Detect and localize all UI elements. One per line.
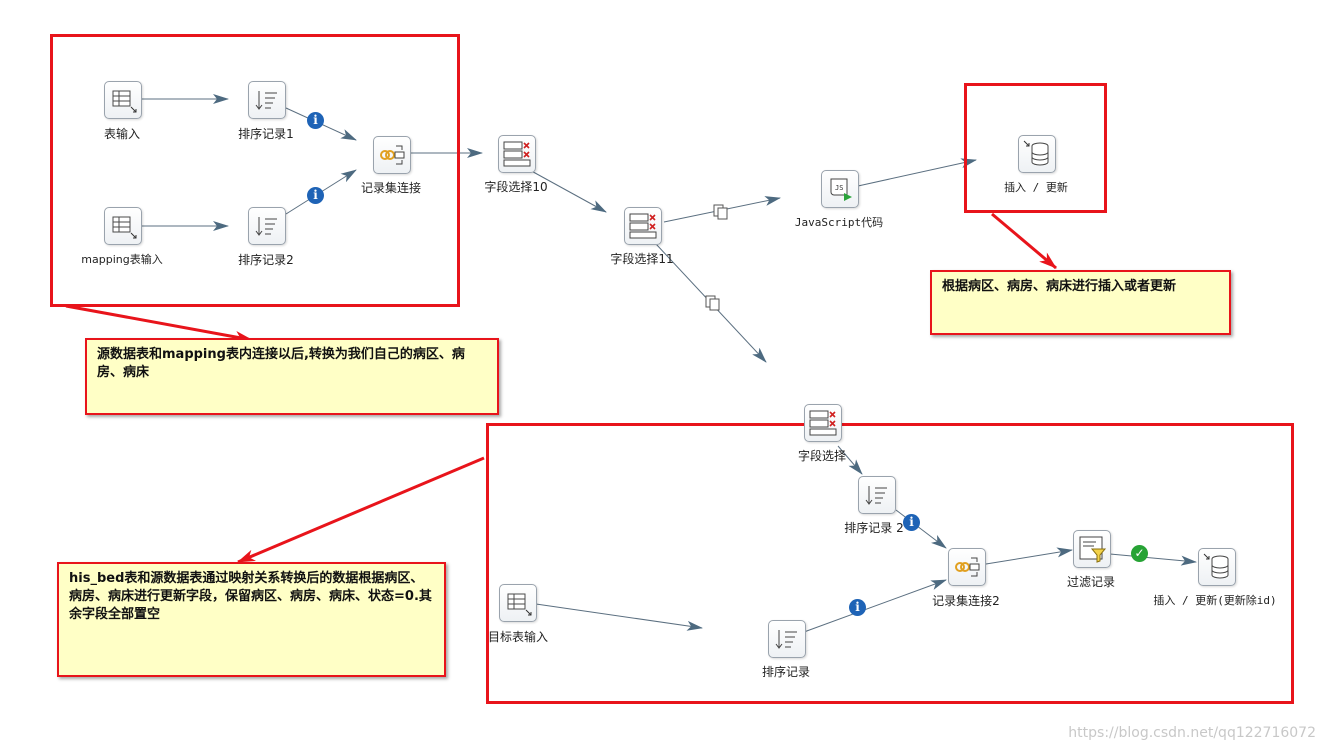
sort-icon (255, 91, 277, 110)
info-icon[interactable]: i (307, 112, 324, 129)
check-icon[interactable]: ✓ (1131, 545, 1148, 562)
select11-label: 字段选择11 (610, 252, 674, 266)
note-his-bed-update[interactable]: his_bed表和源数据表通过映射关系转换后的数据根据病区、病房、病床进行更新字… (57, 562, 446, 677)
javascript-label: JavaScript代码 (794, 216, 884, 229)
note2-pointer (991, 212, 1057, 270)
insert-update2-step[interactable] (1198, 548, 1236, 586)
mapping-input-step[interactable] (104, 207, 142, 245)
sort-b-label: 排序记录 2 (844, 521, 904, 535)
javascript-step[interactable]: JS (821, 170, 859, 208)
insert-update2-label: 插入 / 更新(更新除id) (1153, 594, 1277, 607)
note-insert-or-update[interactable]: 根据病区、病房、病床进行插入或者更新 (930, 270, 1231, 335)
table-input-icon (507, 593, 532, 616)
hop-sort-c-to-merge-join2 (803, 579, 947, 633)
copy-rows-icon[interactable] (704, 293, 722, 311)
select11-step[interactable] (624, 207, 662, 245)
filter-label: 过滤记录 (1066, 575, 1116, 589)
hop-javascript-to-insert-update (857, 158, 977, 187)
info-icon[interactable]: i (849, 599, 866, 616)
select-values-icon (809, 410, 837, 436)
highlight-source-join-group (50, 34, 460, 307)
info-icon[interactable]: i (903, 514, 920, 531)
sort-icon (255, 217, 277, 236)
table-input-icon (112, 216, 137, 239)
table-input-icon (112, 90, 137, 113)
sort-c-label: 排序记录 (761, 665, 811, 679)
note1-pointer (65, 304, 253, 343)
sort-c-step[interactable] (768, 620, 806, 658)
svg-text:JS: JS (835, 184, 843, 192)
select10-step[interactable] (498, 135, 536, 173)
script-icon: JS (830, 178, 852, 201)
merge-join2-step[interactable] (948, 548, 986, 586)
database-update-icon (1203, 553, 1229, 579)
sort-icon (775, 630, 797, 649)
sort2-step[interactable] (248, 207, 286, 245)
select10-label: 字段选择10 (484, 180, 548, 194)
target-input-step[interactable] (499, 584, 537, 622)
merge-join-step[interactable] (373, 136, 411, 174)
sort-icon (865, 486, 887, 505)
sort1-step[interactable] (248, 81, 286, 119)
info-icon[interactable]: i (307, 187, 324, 204)
merge-join2-label: 记录集连接2 (932, 594, 1000, 608)
merge-join-icon (955, 557, 980, 577)
sort2-label: 排序记录2 (238, 253, 294, 267)
sort-b-step[interactable] (858, 476, 896, 514)
hop-filter-to-insert-update2 (1109, 553, 1197, 566)
select-values-icon (629, 213, 657, 239)
table-input-label: 表输入 (103, 127, 141, 141)
hop-select10-to-select11 (525, 167, 607, 213)
watermark: https://blog.csdn.net/qq122716072 (1068, 725, 1316, 741)
table-input-step[interactable] (104, 81, 142, 119)
hop-select-to-sort-b (837, 445, 863, 475)
select-step[interactable] (804, 404, 842, 442)
filter-icon (1079, 536, 1107, 563)
merge-join-icon (380, 145, 405, 165)
hop-merge-join2-to-filter (985, 547, 1073, 565)
highlight-bed-update-group (486, 423, 1294, 704)
filter-step[interactable] (1073, 530, 1111, 568)
highlight-insert-update-group (964, 83, 1107, 213)
note-source-mapping-join[interactable]: 源数据表和mapping表内连接以后,转换为我们自己的病区、病房、病床 (85, 338, 499, 415)
copy-rows-icon[interactable] (712, 202, 730, 220)
insert-update-label: 插入 / 更新 (1004, 181, 1068, 194)
select-label: 字段选择 (797, 449, 847, 463)
sort1-label: 排序记录1 (238, 127, 294, 141)
note3-pointer (237, 456, 485, 564)
target-input-label: 目标表输入 (487, 630, 549, 644)
select-values-icon (503, 141, 531, 167)
mapping-input-label: mapping表输入 (81, 253, 163, 266)
database-update-icon (1023, 140, 1049, 166)
insert-update-step[interactable] (1018, 135, 1056, 173)
hop-target-input-to-sort-c (535, 603, 703, 631)
merge-join-label: 记录集连接 (360, 181, 422, 195)
